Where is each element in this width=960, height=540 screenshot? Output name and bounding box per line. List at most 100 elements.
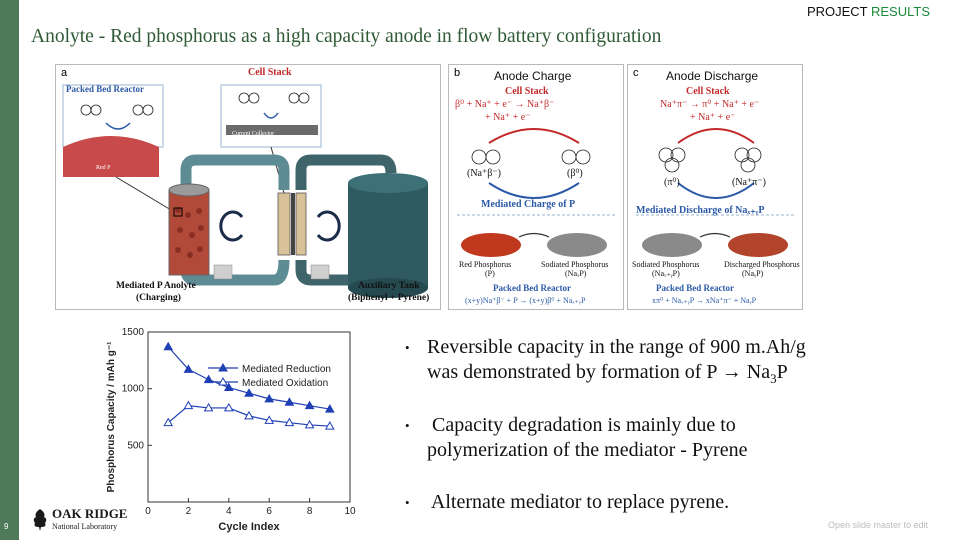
- panel-b-powder-left: Red Phosphorus: [459, 260, 512, 269]
- bullet-1-line-2: was demonstrated by formation of P → Na3…: [427, 360, 897, 391]
- data-point: [324, 421, 335, 430]
- panel-a-tank-contents: (Biphenyl + Pyrene): [348, 293, 430, 303]
- panel-b-equation-2: + Na⁺ + e⁻: [485, 112, 531, 123]
- data-point: [284, 397, 295, 406]
- panel-b-species-right: (β⁰): [567, 168, 583, 179]
- anode-discharge-diagram: [636, 128, 796, 257]
- panel-c-powder-right: Discharged Phosphorus: [724, 260, 800, 269]
- anode-charge-diagram: [457, 128, 617, 257]
- bullet-1-text-a: was demonstrated by formation of P: [427, 361, 722, 383]
- panel-a-tank-label: Auxiliary Tank: [358, 281, 420, 291]
- panel-b-reaction: (x+y)Na⁺β⁻ + P → (x+y)β⁰ + Naₓ₊ᵧP: [465, 296, 586, 305]
- bullet-3-line-1: Alternate mediator to replace pyrene.: [427, 491, 730, 513]
- y-tick-label: 1500: [122, 327, 145, 338]
- data-point: [183, 364, 194, 373]
- panel-c-packed-bed-reactor: Packed Bed Reactor: [656, 283, 734, 293]
- x-tick-label: 4: [226, 506, 232, 517]
- panel-c-cell-stack: Cell Stack: [686, 86, 730, 97]
- bullet-dot: •: [405, 418, 410, 433]
- panel-b-equation-1: β⁰ + Na⁺ + e⁻ → Na⁺β⁻: [455, 99, 555, 110]
- data-point: [203, 402, 214, 412]
- bullet-1-line-1: Reversible capacity in the range of 900 …: [427, 336, 806, 358]
- data-point: [223, 382, 234, 392]
- header-results: RESULTS: [871, 4, 930, 19]
- bullet-2-line-2: polymerization of the mediator - Pyrene: [427, 439, 748, 461]
- data-point: [304, 419, 315, 429]
- figure-panel-a: a Cell Stack Packed Bed Reactor Current …: [55, 64, 441, 310]
- legend-label: Mediated Reduction: [242, 364, 331, 375]
- panel-a-letter: a: [61, 67, 68, 79]
- panel-b-powder-right-formula: (NaₓP): [565, 269, 587, 278]
- legend-marker: [218, 376, 228, 386]
- panel-c-powder-left: Sodiated Phosphorus: [632, 260, 700, 269]
- page-number: 9: [4, 522, 9, 531]
- data-point: [264, 393, 275, 403]
- data-point: [264, 415, 275, 424]
- bullet-text: Reversible capacity in the range of 900 …: [427, 335, 897, 391]
- bullet-1-text-b: Na: [741, 361, 771, 383]
- x-tick-label: 0: [145, 506, 151, 517]
- panel-c-mediated-discharge: Mediated Discharge of Naₓ₊ᵧP: [636, 205, 765, 216]
- x-tick-label: 10: [344, 506, 356, 517]
- panel-a-current-collector: Current Collector: [232, 131, 275, 137]
- panel-c-heading: Anode Discharge: [666, 69, 759, 83]
- panel-b-packed-bed-reactor: Packed Bed Reactor: [493, 283, 571, 293]
- bullet-text: Capacity degradation is mainly due to po…: [427, 413, 897, 463]
- bullet-2-line-1: Capacity degradation is mainly due to: [427, 414, 736, 436]
- data-point: [244, 410, 254, 420]
- data-point: [324, 404, 335, 413]
- footer-note: Open slide master to edit: [827, 520, 928, 530]
- panel-c-powder-left-formula: (Naₓ₊ᵧP): [652, 269, 680, 278]
- data-point: [183, 400, 194, 410]
- left-accent-bar: [0, 0, 19, 540]
- figure-panel-b: b Anode Charge Cell Stack β⁰ + Na⁺ + e⁻ …: [448, 64, 624, 310]
- data-point: [163, 341, 174, 351]
- y-tick-label: 1000: [122, 384, 145, 395]
- panel-a-anolyte-label: Mediated P Anolyte: [116, 281, 196, 291]
- panel-b-powder-right: Sodiated Phosphorus: [541, 260, 609, 269]
- logo-name: OAK RIDGE: [52, 506, 128, 521]
- panel-a-cell-stack: Cell Stack: [248, 67, 292, 78]
- panel-c-reaction: xπ⁰ + Naₓ₊ᵧP → xNa⁺π⁻ + NaᵧP: [652, 296, 757, 305]
- figure-panel-c: c Anode Discharge Cell Stack Na⁺π⁻ → π⁰ …: [627, 64, 803, 310]
- slide-title: Anolyte - Red phosphorus as a high capac…: [31, 26, 662, 47]
- panel-b-species-left: (Na⁺β⁻): [467, 168, 501, 179]
- y-tick-label: 500: [127, 440, 144, 451]
- panel-c-equation-2: + Na⁺ + e⁻: [690, 112, 736, 123]
- panel-b-heading: Anode Charge: [494, 69, 572, 83]
- panel-c-species-left: (π⁰): [664, 177, 680, 188]
- flow-battery-diagram: [62, 84, 428, 298]
- data-point: [163, 417, 174, 427]
- panel-a-red-p: Red P: [96, 165, 111, 171]
- bullet-dot: •: [405, 340, 410, 355]
- oak-ridge-logo: OAK RIDGE National Laboratory: [30, 505, 127, 535]
- panel-c-species-right: (Na⁺π⁻): [732, 177, 766, 188]
- data-point: [203, 374, 214, 384]
- x-tick-label: 2: [186, 506, 192, 517]
- header-project-results: PROJECT RESULTS: [807, 4, 930, 19]
- data-point: [223, 402, 234, 412]
- logo-subtitle: National Laboratory: [52, 522, 118, 531]
- panel-c-letter: c: [633, 67, 639, 79]
- header-project: PROJECT: [806, 4, 868, 19]
- panel-c-powder-right-formula: (NaᵧP): [742, 269, 764, 278]
- bullet-1-subscript: 3: [770, 371, 777, 386]
- bullet-dot: •: [405, 495, 410, 510]
- x-axis-label: Cycle Index: [218, 521, 280, 533]
- panel-a-anolyte-charging: (Charging): [136, 293, 181, 303]
- arrow-icon: →: [721, 361, 742, 383]
- panel-a-packed-bed-reactor: Packed Bed Reactor: [66, 84, 144, 94]
- panel-b-letter: b: [454, 67, 461, 79]
- panel-b-cell-stack: Cell Stack: [505, 86, 549, 97]
- panel-c-equation-1: Na⁺π⁻ → π⁰ + Na⁺ + e⁻: [660, 99, 760, 110]
- panel-b-mediated-charge: Mediated Charge of P: [481, 199, 576, 210]
- x-tick-label: 8: [307, 506, 313, 517]
- data-point: [284, 417, 295, 427]
- legend-label: Mediated Oxidation: [242, 378, 328, 389]
- oak-leaf-icon: [33, 509, 47, 531]
- bullet-text: Alternate mediator to replace pyrene.: [427, 490, 897, 515]
- x-tick-label: 6: [266, 506, 272, 517]
- bullet-1-text-c: P: [776, 361, 788, 383]
